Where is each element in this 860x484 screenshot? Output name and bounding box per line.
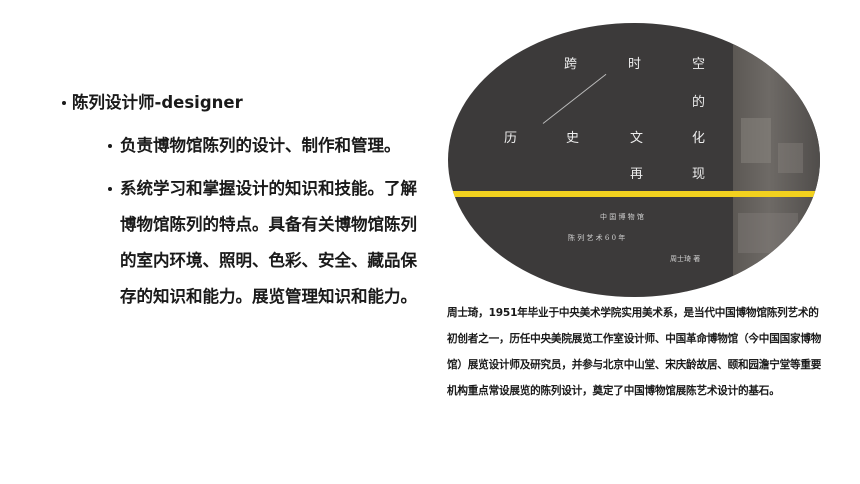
cover-yellow-stripe (448, 191, 820, 197)
cover-subtitle-2: 陈 列 艺 术 6 0 年 (568, 234, 626, 242)
cover-char: 化 (692, 131, 706, 146)
caption-text: 周士琦，1951年毕业于中央美术学院实用美术系，是当代中国博物馆陈列艺术的初创者… (447, 307, 822, 397)
cover-author: 周士琦 著 (670, 255, 701, 263)
cover-char: 跨 (564, 57, 578, 72)
cover-char: 历 (504, 131, 518, 146)
cover-char: 文 (630, 131, 644, 146)
cover-char: 的 (692, 95, 706, 110)
bullet-main: 陈列设计师-designer (72, 93, 243, 112)
cover-photo-strip (733, 23, 820, 297)
bullet-dot (108, 144, 112, 148)
bullet-sub-1: 负责博物馆陈列的设计、制作和管理。 (120, 136, 401, 155)
cover-subtitle-1: 中 国 博 物 馆 (600, 213, 644, 221)
bullet-sub-2: 系统学习和掌握设计的知识和技能。了解博物馆陈列的特点。具备有关博物馆陈列的室内环… (120, 179, 417, 306)
cover-char: 空 (692, 57, 706, 72)
cover-char: 再 (630, 167, 644, 182)
bullet-dot (108, 187, 112, 191)
cover-char: 现 (692, 167, 706, 182)
cover-char: 史 (566, 131, 580, 146)
bullet-dot (62, 101, 66, 105)
cover-diagonal-line (542, 73, 607, 124)
book-cover-image: 跨 时 空 的 历 史 文 化 再 现 中 国 博 物 馆 陈 列 艺 术 6 … (448, 23, 820, 297)
cover-char: 时 (628, 57, 642, 72)
